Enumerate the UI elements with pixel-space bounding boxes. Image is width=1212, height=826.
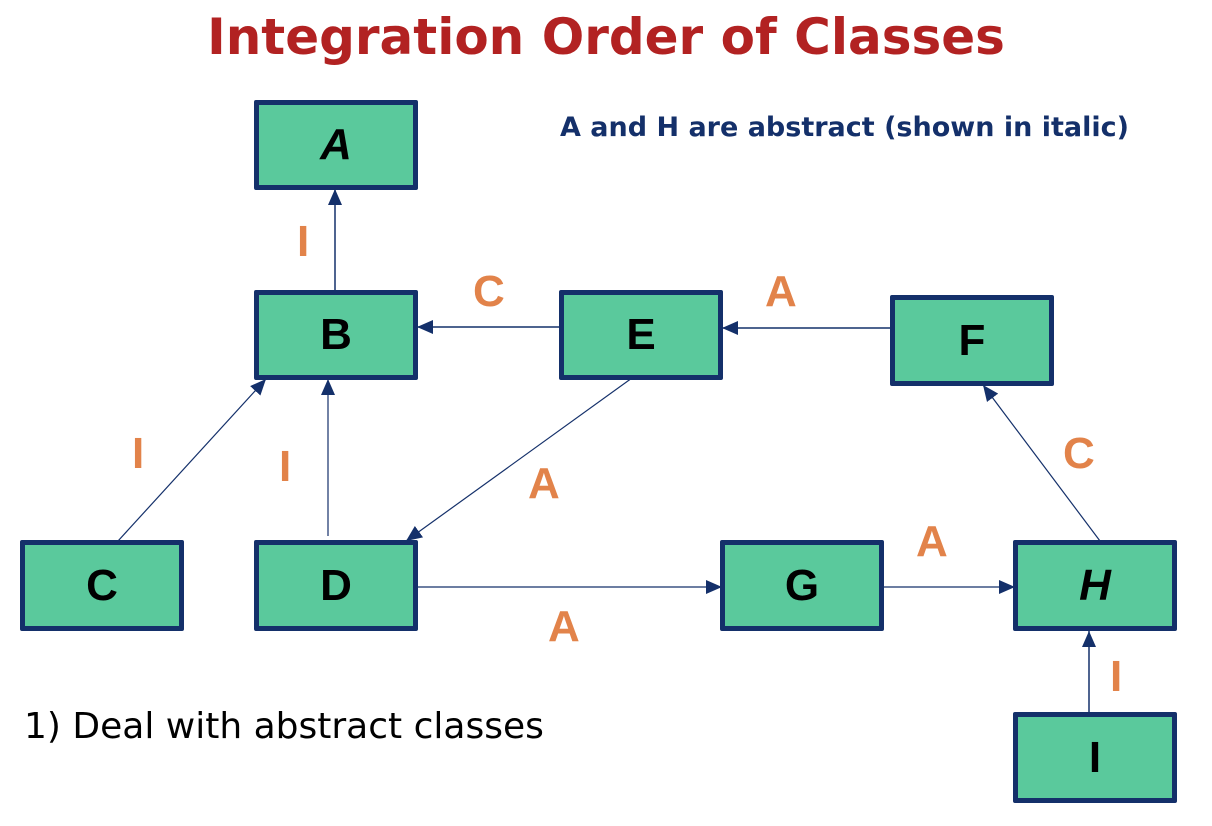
edge-label-G-H: A xyxy=(916,517,948,566)
edge-label-I-H: I xyxy=(1110,652,1123,701)
class-node-B[interactable]: B xyxy=(254,290,418,380)
edge-label-E-D: A xyxy=(528,459,560,508)
class-node-H[interactable]: H xyxy=(1013,540,1177,631)
class-node-C[interactable]: C xyxy=(20,540,184,631)
edge-label-D-G: A xyxy=(548,602,580,651)
edge-label-C-B: I xyxy=(132,429,145,478)
edge-label-D-B: I xyxy=(279,442,292,491)
class-node-G[interactable]: G xyxy=(720,540,884,631)
class-node-F[interactable]: F xyxy=(890,295,1054,386)
edge-C-B xyxy=(117,378,267,542)
edge-label-E-B: C xyxy=(473,267,505,316)
class-node-A[interactable]: A xyxy=(254,100,418,190)
class-node-D[interactable]: D xyxy=(254,540,418,631)
abstract-note: A and H are abstract (shown in italic) xyxy=(560,112,1129,143)
edge-label-H-F: C xyxy=(1063,429,1095,478)
edge-label-B-A: I xyxy=(297,217,310,266)
edge-E-D xyxy=(405,377,633,542)
class-node-I[interactable]: I xyxy=(1013,712,1177,803)
bullet-point: 1) Deal with abstract classes xyxy=(24,706,544,747)
edge-H-F xyxy=(982,384,1101,542)
class-node-E[interactable]: E xyxy=(559,290,723,380)
edge-label-F-E: A xyxy=(765,267,797,316)
slide-title: Integration Order of Classes xyxy=(207,8,1005,66)
